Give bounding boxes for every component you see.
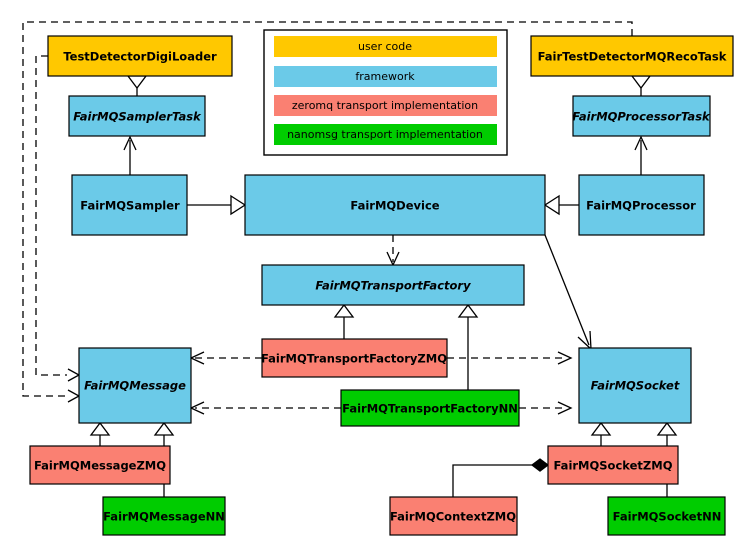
edge-processor-to-processortask (634, 135, 648, 175)
node-label-fairmqprocessortask: FairMQProcessorTask (572, 110, 711, 124)
edge-transportfactorynn-to-socket (519, 401, 573, 415)
node-FairMQSocketZMQ[interactable]: FairMQSocketZMQ (547, 445, 679, 485)
node-label-fairmqtransportfactorynn: FairMQTransportFactoryNN (342, 402, 518, 416)
node-label-fairmqmessagezmq: FairMQMessageZMQ (34, 459, 166, 473)
node-box[interactable] (578, 347, 692, 424)
legend-swatch-framework (274, 66, 497, 87)
node-FairMQSocket[interactable]: FairMQSocket (578, 347, 692, 424)
node-label-fairmqmessage: FairMQMessage (84, 379, 186, 393)
node-label-fairmqsocket: FairMQSocket (591, 379, 680, 393)
node-label-testdetectordigiloader: TestDetectorDigiLoader (63, 50, 217, 64)
node-FairMQProcessorTask[interactable]: FairMQProcessorTask (572, 95, 711, 137)
legend-swatch-nanomsg (274, 124, 497, 145)
node-layer: TestDetectorDigiLoader FairTestDetectorM… (29, 35, 734, 536)
node-FairMQMessageNN[interactable]: FairMQMessageNN (102, 496, 226, 536)
node-FairMQTransportFactory[interactable]: FairMQTransportFactory (261, 264, 525, 306)
edge-sampler-to-device (187, 194, 247, 216)
node-label-fairtestdetectormqrecotask: FairTestDetectorMQRecoTask (538, 50, 727, 64)
edge-transportfactorynn-to-transportfactory (457, 303, 479, 390)
node-box[interactable] (68, 95, 206, 137)
edge-contextzmq-to-socketzmq (452, 458, 550, 497)
node-box[interactable] (47, 35, 233, 77)
node-label-fairmqsocketzmq: FairMQSocketZMQ (554, 459, 673, 473)
node-FairMQMessage[interactable]: FairMQMessage (78, 347, 192, 424)
node-FairMQSampler[interactable]: FairMQSampler (71, 174, 188, 236)
node-box[interactable] (340, 389, 520, 427)
legend-label-framework: framework (355, 70, 415, 83)
node-label-fairmqsampler: FairMQSampler (80, 199, 180, 213)
edge-processor-to-device (543, 194, 579, 216)
node-label-fairmqtransportfactoryzmq: FairMQTransportFactoryZMQ (261, 352, 447, 366)
node-box[interactable] (389, 496, 518, 536)
legend-item-nanomsg: nanomsg transport implementation (274, 124, 497, 145)
legend: user code framework zeromq transport imp… (263, 29, 508, 156)
node-FairMQTransportFactoryNN[interactable]: FairMQTransportFactoryNN (340, 389, 520, 427)
node-FairMQMessageZMQ[interactable]: FairMQMessageZMQ (29, 445, 171, 485)
legend-item-zeromq: zeromq transport implementation (274, 95, 497, 116)
node-box[interactable] (547, 445, 679, 485)
node-box[interactable] (607, 496, 726, 536)
node-label-fairmqsamplertask: FairMQSamplerTask (73, 110, 202, 124)
node-label-fairmqtransportfactory: FairMQTransportFactory (315, 279, 471, 293)
node-FairMQProcessor[interactable]: FairMQProcessor (578, 174, 705, 236)
node-FairMQContextZMQ[interactable]: FairMQContextZMQ (389, 496, 518, 536)
node-label-fairmqmessagenn: FairMQMessageNN (103, 510, 225, 524)
legend-swatch-zeromq (274, 95, 497, 116)
edge-transportfactoryzmq-to-socket (447, 351, 573, 365)
node-label-fairmqdevice: FairMQDevice (350, 199, 439, 213)
legend-label-nanomsg: nanomsg transport implementation (287, 128, 483, 141)
edge-sampler-to-samplertask (123, 135, 137, 175)
edge-socketzmq-to-socket (590, 421, 612, 446)
node-label-fairmqprocessor: FairMQProcessor (586, 199, 696, 213)
node-label-fairmqcontextzmq: FairMQContextZMQ (390, 510, 516, 524)
edge-transportfactoryzmq-to-transportfactory (333, 303, 355, 339)
node-box[interactable] (102, 496, 226, 536)
legend-item-framework: framework (274, 66, 497, 87)
legend-label-zeromq: zeromq transport implementation (292, 99, 478, 112)
node-box[interactable] (261, 264, 525, 306)
node-box[interactable] (530, 35, 734, 77)
node-FairMQSocketNN[interactable]: FairMQSocketNN (607, 496, 726, 536)
node-box[interactable] (78, 347, 192, 424)
node-box[interactable] (29, 445, 171, 485)
node-TestDetectorDigiLoader[interactable]: TestDetectorDigiLoader (47, 35, 233, 77)
node-FairMQSamplerTask[interactable]: FairMQSamplerTask (68, 95, 206, 137)
node-box[interactable] (71, 174, 188, 236)
node-box[interactable] (578, 174, 705, 236)
legend-item-user-code: user code (274, 36, 497, 57)
node-box[interactable] (572, 95, 711, 137)
node-label-fairmqsocketnn: FairMQSocketNN (613, 510, 722, 524)
edge-messagezmq-to-message (89, 421, 111, 446)
legend-swatch-user-code (274, 36, 497, 57)
node-FairMQTransportFactoryZMQ[interactable]: FairMQTransportFactoryZMQ (261, 338, 448, 378)
legend-label-user-code: user code (358, 40, 412, 53)
node-box[interactable] (261, 338, 448, 378)
node-box[interactable] (244, 174, 546, 236)
node-FairMQDevice[interactable]: FairMQDevice (244, 174, 546, 236)
node-FairTestDetectorMQRecoTask[interactable]: FairTestDetectorMQRecoTask (530, 35, 734, 77)
